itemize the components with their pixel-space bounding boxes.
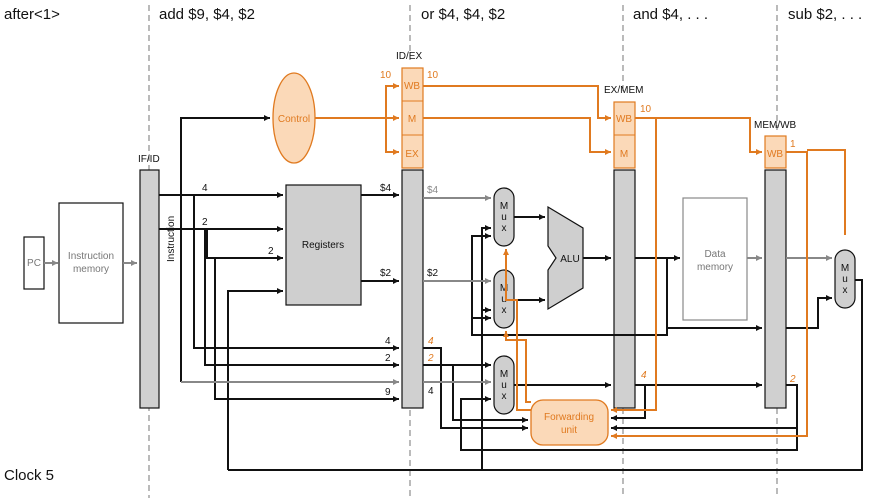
ctrl-in-value: 10 — [380, 70, 392, 81]
reg-out-rt-value: $2 — [380, 268, 392, 279]
stage-label-ex: or $4, $4, $2 — [421, 6, 505, 23]
exmem-register — [613, 169, 636, 409]
svg-text:u: u — [842, 274, 848, 285]
control-wires — [315, 83, 846, 439]
dmem-label-2: memory — [697, 262, 733, 273]
fwd-rs-value: 4 — [428, 336, 434, 347]
forwarding-unit — [530, 399, 609, 446]
svg-text:x: x — [502, 223, 507, 234]
rt-in-value: 2 — [202, 217, 208, 228]
svg-text:u: u — [501, 294, 507, 305]
register-file — [285, 184, 362, 306]
memwb-label: MEM/WB — [754, 120, 797, 131]
svg-text:M: M — [500, 283, 508, 294]
idex-label: ID/EX — [396, 51, 422, 62]
imem-label-2: memory — [73, 264, 109, 275]
exmem-label: EX/MEM — [604, 85, 643, 96]
ctrl-wb-idex-value: 10 — [427, 70, 439, 81]
idex-rs-value: 4 — [385, 336, 391, 347]
ex-rs-gray-value: $4 — [427, 185, 439, 196]
pc-label: PC — [27, 258, 41, 269]
idex-m-label: M — [408, 114, 416, 125]
stage-dividers — [148, 5, 778, 498]
svg-text:u: u — [501, 212, 507, 223]
memwb-register — [764, 169, 787, 409]
svg-text:M: M — [500, 369, 508, 380]
memwb-rd-value: 2 — [789, 374, 796, 385]
stage-label-mem: and $4, . . . — [633, 6, 708, 23]
svg-text:x: x — [502, 391, 507, 402]
mux-regdst: M u x — [493, 355, 515, 415]
ex-rd-value: 4 — [428, 386, 434, 397]
fwd-label-1: Forwarding — [544, 412, 594, 423]
registers-label: Registers — [302, 240, 344, 251]
fwd-label-2: unit — [561, 425, 577, 436]
gray-wires — [181, 195, 832, 385]
rd-in-value: 2 — [268, 246, 274, 257]
clock-label: Clock 5 — [4, 467, 54, 484]
svg-text:u: u — [501, 380, 507, 391]
svg-text:M: M — [500, 201, 508, 212]
idex-wb-label: WB — [404, 81, 420, 92]
svg-text:M: M — [841, 263, 849, 274]
stage-label-id: add $9, $4, $2 — [159, 6, 255, 23]
fwd-rt-value: 2 — [427, 353, 434, 364]
ifid-register — [139, 169, 160, 409]
control-label: Control — [278, 114, 310, 125]
idex-rd-value: 9 — [385, 387, 391, 398]
svg-text:x: x — [502, 305, 507, 316]
mux-alu-a: M u x — [493, 187, 515, 247]
alu — [547, 205, 584, 311]
mux-alu-b: M u x — [493, 269, 515, 329]
exmem-wb-label: WB — [616, 114, 632, 125]
dmem-label-1: Data — [704, 249, 726, 260]
svg-text:x: x — [843, 285, 848, 296]
ctrl-wb-exmem-value: 10 — [640, 104, 652, 115]
exmem-m-label: M — [620, 149, 628, 160]
instruction-label: Instruction — [166, 216, 177, 262]
ifid-label: IF/ID — [138, 154, 160, 165]
instruction-memory — [58, 202, 124, 324]
stage-label-wb: sub $2, . . . — [788, 6, 862, 23]
mux-writeback: M u x — [834, 249, 856, 309]
rs-in-value: 4 — [202, 183, 208, 194]
imem-label-1: Instruction — [68, 251, 114, 262]
exmem-rd-value: 4 — [641, 370, 647, 381]
reg-out-rs-value: $4 — [380, 183, 392, 194]
idex-ex-label: EX — [405, 149, 419, 160]
idex-rt-value: 2 — [385, 353, 391, 364]
alu-label: ALU — [560, 254, 579, 265]
idex-register — [401, 169, 424, 409]
memwb-wb-label: WB — [767, 149, 783, 160]
ctrl-wb-memwb-value: 1 — [790, 139, 796, 150]
stage-label-if: after<1> — [4, 6, 60, 23]
ex-rt-value: $2 — [427, 268, 439, 279]
